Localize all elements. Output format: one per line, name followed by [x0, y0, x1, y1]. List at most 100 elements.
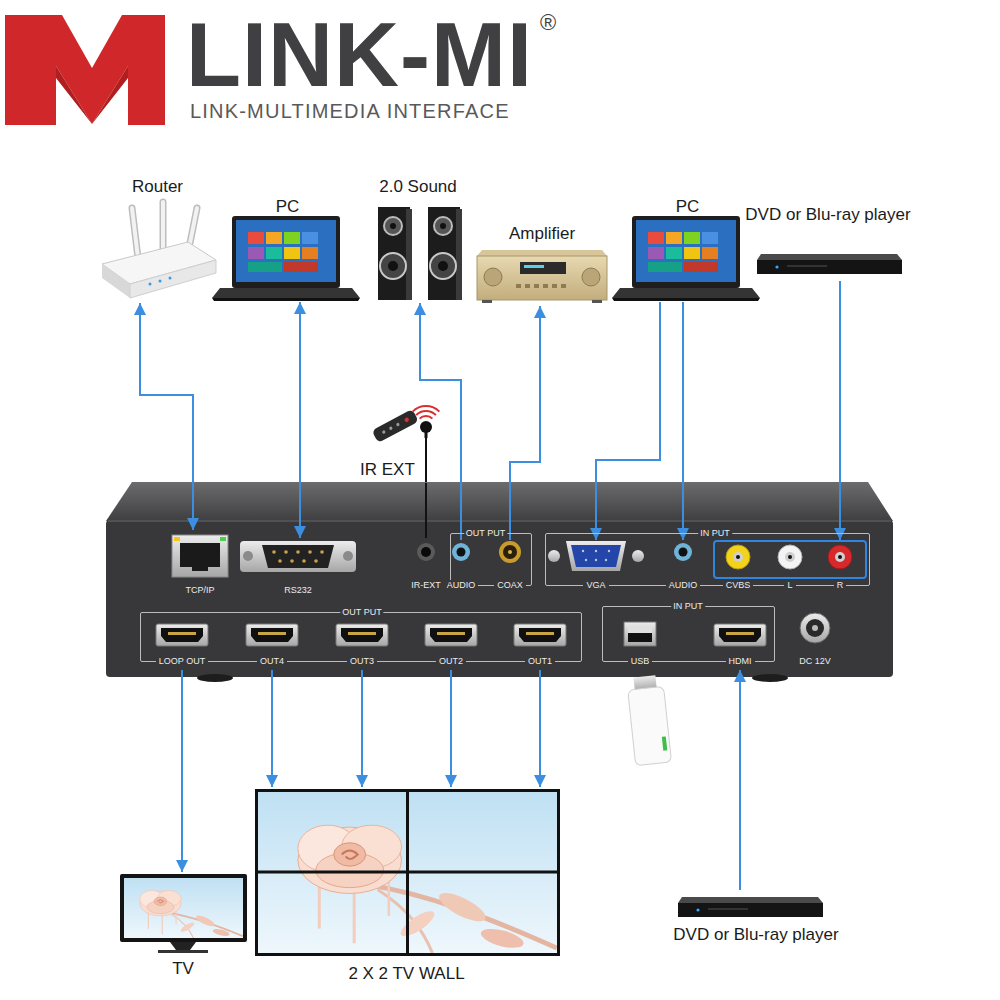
amplifier-icon	[477, 256, 607, 300]
port-connectors	[314, 559, 318, 563]
router-icon	[102, 264, 130, 298]
port-connectors	[628, 626, 652, 633]
port-connectors	[220, 537, 226, 541]
tv-icon	[158, 950, 208, 953]
port-connectors	[240, 541, 356, 572]
port-connectors	[290, 559, 294, 563]
device-label: TV	[172, 959, 194, 979]
port-label: AUDIO	[444, 580, 479, 591]
brand-tagline: LINK-MULTIMEDIA INTERFACE	[190, 101, 510, 121]
logo-mark	[56, 66, 128, 124]
amplifier-icon	[520, 262, 566, 274]
port-connectors	[566, 541, 626, 571]
brand-title: LINK-MI	[186, 10, 533, 100]
device-housing	[106, 482, 893, 521]
rca-jack: R	[825, 540, 855, 594]
port-connectors	[726, 545, 750, 569]
amplifier-icon	[484, 268, 502, 286]
amplifier-icon	[524, 265, 544, 268]
port-label: COAX	[494, 580, 526, 591]
tv-icon	[120, 874, 247, 953]
router-device: Router	[95, 175, 220, 303]
group-heading: IN PUT	[698, 528, 732, 539]
port-label: DC 12V	[796, 656, 834, 667]
port-connectors	[838, 555, 842, 559]
port-label: VGA	[583, 580, 608, 591]
port-label: TCP/IP	[182, 585, 217, 596]
group-heading: OUT PUT	[340, 607, 383, 618]
usb-dongle	[627, 674, 672, 765]
device-housing	[106, 482, 893, 682]
port-connectors	[595, 550, 597, 552]
remote-icon	[420, 416, 433, 419]
laptop-icon	[212, 216, 360, 301]
device-housing	[752, 674, 788, 682]
port-connectors	[828, 545, 852, 569]
port-connectors	[320, 550, 324, 554]
disc-player-icon	[757, 254, 902, 274]
hdmi-link	[181, 670, 183, 872]
serial-link	[299, 302, 301, 538]
port-connectors	[585, 559, 587, 561]
device-housing	[106, 520, 893, 677]
remote-icon	[404, 417, 410, 423]
port-connectors	[679, 548, 688, 557]
network-link	[140, 303, 193, 530]
port-connectors	[608, 550, 610, 552]
remote-icon	[413, 406, 440, 412]
router-icon	[190, 208, 197, 243]
port-label: HDMI	[726, 656, 755, 667]
speaker-icon	[430, 253, 456, 279]
device-label: PC	[276, 197, 300, 217]
audio-link	[682, 302, 684, 540]
video-wall: 2 X 2 TV WALL	[253, 787, 560, 987]
port-connectors	[806, 619, 824, 637]
ir-receiver: IR EXT	[355, 395, 447, 483]
port-connectors	[417, 543, 435, 561]
remote-icon	[382, 430, 386, 434]
port-connectors	[192, 565, 208, 571]
speaker-icon	[378, 207, 462, 300]
port-connectors	[262, 545, 334, 568]
device-label: Router	[132, 177, 183, 197]
laptop-pc: PC	[613, 195, 762, 302]
router-icon	[102, 202, 216, 298]
hdmi-port: OUT4	[244, 622, 300, 670]
router-icon	[130, 260, 216, 298]
port-connectors	[812, 625, 818, 631]
port-connectors	[174, 537, 180, 541]
audio-jack: AUDIO	[442, 540, 481, 594]
port-label: R	[834, 580, 847, 591]
tv-screen: TV	[118, 872, 248, 982]
device-label: IR EXT	[360, 460, 415, 480]
device-label: 2 X 2 TV WALL	[348, 964, 464, 984]
port-connectors	[674, 543, 692, 561]
amplifier-icon	[534, 284, 539, 288]
amplifier-icon	[482, 300, 492, 303]
device-housing	[108, 521, 891, 522]
usb-dongle	[628, 686, 672, 765]
group-heading: OUT PUT	[464, 528, 507, 539]
port-label: L	[784, 580, 795, 591]
amplifier-icon	[552, 284, 557, 288]
router-icon	[149, 283, 152, 286]
port-connectors	[457, 548, 466, 557]
port-connectors	[246, 624, 298, 646]
port-connectors	[605, 559, 607, 561]
laptop-icon	[612, 216, 760, 301]
port-connectors	[296, 550, 300, 554]
disc-player-icon	[678, 897, 823, 917]
group-heading: IN PUT	[671, 601, 705, 612]
port-connectors	[714, 541, 866, 578]
router-icon	[132, 208, 138, 258]
port-connectors	[425, 624, 477, 646]
speaker-icon	[456, 209, 462, 300]
audio-link	[420, 303, 461, 540]
port-connectors	[278, 559, 282, 563]
port-label: IR-EXT	[408, 580, 444, 591]
port-label: OUT3	[347, 656, 377, 667]
